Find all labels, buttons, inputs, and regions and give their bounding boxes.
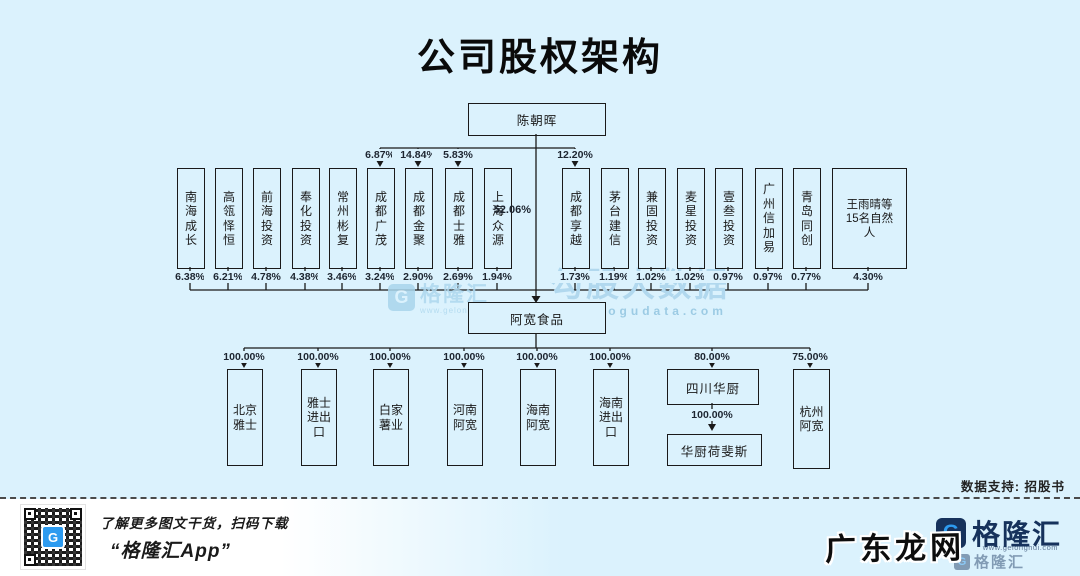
subsidiary-ownership-label: 100.00%	[290, 351, 346, 363]
ownership-label: 4.30%	[844, 271, 892, 283]
ownership-label: 1.02%	[666, 271, 714, 283]
subsidiary-node: 杭州阿宽	[793, 369, 830, 469]
root-stake-label: 12.20%	[549, 149, 601, 161]
subsidiary-ownership-label: 80.00%	[684, 351, 740, 363]
subsidiary-ownership-label: 100.00%	[684, 409, 740, 421]
root-company-stake-label: 52.06%	[493, 204, 531, 216]
subsidiary-ownership-label: 100.00%	[436, 351, 492, 363]
ownership-label: 6.21%	[204, 271, 252, 283]
subsidiary-node: 雅士进出口	[301, 369, 337, 466]
brand-name: 格隆汇	[971, 519, 1062, 550]
gelonghui-brand-faint: G 格隆汇	[953, 551, 1025, 572]
shareholder-node: 常州彬复	[329, 168, 357, 269]
shareholder-node: 王雨晴等15名自然人	[832, 168, 907, 269]
shareholder-node: 前海投资	[253, 168, 281, 269]
subsidiary-ownership-label: 100.00%	[216, 351, 272, 363]
footer-caption: 了解更多图文干货，扫码下载	[100, 516, 289, 531]
ownership-label: 1.73%	[551, 271, 599, 283]
subsidiary-ownership-label: 100.00%	[362, 351, 418, 363]
subsidiary-node: 华厨荷斐斯	[667, 434, 762, 466]
subsidiary-ownership-label: 75.00%	[782, 351, 838, 363]
qr-finder-icon	[70, 508, 82, 520]
ownership-label: 4.78%	[242, 271, 290, 283]
ownership-label: 0.97%	[704, 271, 752, 283]
page-title: 公司股权架构	[416, 37, 663, 79]
ownership-label: 2.69%	[434, 271, 482, 283]
gelonghui-logo-icon: G	[953, 553, 970, 570]
qr-finder-icon	[24, 554, 36, 566]
ownership-label: 6.38%	[166, 271, 214, 283]
shareholder-node: 兼固投资	[638, 168, 666, 269]
qr-code: G	[20, 504, 86, 570]
qr-finder-icon	[24, 508, 36, 520]
brand-url: www.gelonghui.com	[982, 543, 1058, 552]
ownership-label: 3.46%	[318, 271, 366, 283]
shareholder-node: 青岛同创	[793, 168, 821, 269]
shareholder-node: 壹叁投资	[715, 168, 743, 269]
ownership-label: 0.97%	[744, 271, 792, 283]
shareholder-node: 茅台建信	[601, 168, 629, 269]
qr-pattern: G	[24, 508, 82, 566]
subsidiary-node: 河南阿宽	[447, 369, 483, 466]
subsidiary-ownership-label: 100.00%	[509, 351, 565, 363]
footer-divider	[0, 497, 1080, 499]
shareholder-node: 成都广茂	[367, 168, 395, 269]
subsidiary-node: 北京雅士	[227, 369, 263, 466]
gelonghui-brand-lockup: G 格隆汇	[935, 513, 1062, 553]
ownership-label: 1.02%	[627, 271, 675, 283]
shareholder-node: 成都享越	[562, 168, 590, 269]
shareholder-node: 上海众源	[484, 168, 512, 269]
company-node: 阿宽食品	[468, 302, 606, 334]
gelonghui-logo-icon: G	[935, 518, 966, 548]
company-label: 阿宽食品	[509, 312, 564, 327]
ownership-label: 0.77%	[782, 271, 830, 283]
shareholder-node: 高瓴怿恒	[215, 168, 243, 269]
ownership-label: 3.24%	[356, 271, 404, 283]
ownership-label: 2.90%	[394, 271, 442, 283]
shareholder-node: 成都士雅	[445, 168, 473, 269]
shareholder-node: 麦星投资	[677, 168, 705, 269]
ownership-label: 1.19%	[590, 271, 638, 283]
footer-app-name: “格隆汇App”	[110, 541, 231, 562]
root-stake-label: 14.84%	[392, 149, 444, 161]
root-shareholder-label: 陈朝晖	[516, 114, 558, 128]
subsidiary-node: 白家薯业	[373, 369, 409, 466]
gdlong-watermark: 广东龙网	[824, 529, 966, 568]
subsidiary-node: 海南阿宽	[520, 369, 556, 466]
subsidiary-ownership-label: 100.00%	[582, 351, 638, 363]
subsidiary-node: 四川华厨	[667, 369, 759, 405]
shareholder-node: 南海成长	[177, 168, 205, 269]
shareholder-node: 成都金聚	[405, 168, 433, 269]
gelonghui-logo-icon: G	[41, 525, 65, 549]
shareholder-node: 广州信加易	[755, 168, 783, 269]
shareholder-node: 奉化投资	[292, 168, 320, 269]
subsidiary-node: 海南进出口	[593, 369, 629, 466]
footer-bar: G 了解更多图文干货，扫码下载 “格隆汇App” G 格隆汇 www.gelon…	[0, 499, 1080, 576]
ownership-label: 1.94%	[473, 271, 521, 283]
brand-name: 格隆汇	[973, 554, 1025, 571]
ownership-label: 4.38%	[281, 271, 329, 283]
root-shareholder-node: 陈朝晖	[468, 103, 606, 136]
root-stake-label: 5.83%	[432, 149, 484, 161]
data-source-note: 数据支持: 招股书	[960, 480, 1065, 494]
